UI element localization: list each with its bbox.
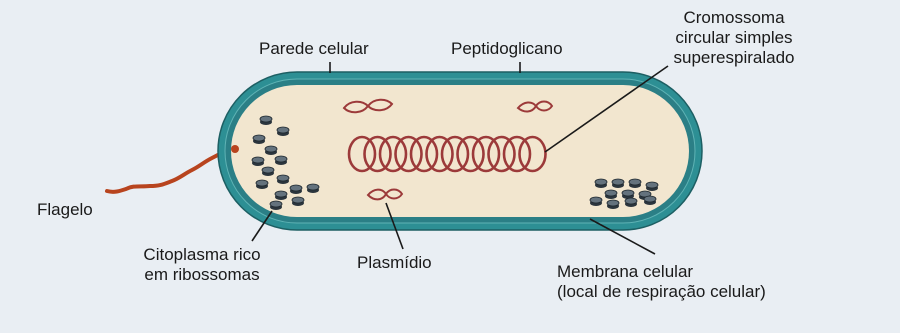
ribosome	[292, 197, 304, 206]
label-citoplasma-line1: Citoplasma rico	[122, 245, 282, 265]
ribosome	[253, 135, 265, 144]
ribosome	[275, 191, 287, 200]
label-flagelo-text: Flagelo	[37, 200, 93, 220]
ribosome	[605, 190, 617, 199]
ribosome	[256, 180, 268, 189]
label-peptidoglicano: Peptidoglicano	[451, 39, 563, 59]
label-cromossoma-line1: Cromossoma	[654, 8, 814, 28]
label-cromossoma-line3: superespiralado	[654, 48, 814, 68]
label-citoplasma: Citoplasma rico em ribossomas	[122, 245, 282, 285]
ribosome	[277, 127, 289, 136]
ribosome	[644, 196, 656, 205]
label-membrana-line2: (local de respiração celular)	[557, 282, 766, 302]
label-citoplasma-line2: em ribossomas	[122, 265, 282, 285]
label-parede-celular: Parede celular	[259, 39, 369, 59]
ribosome	[277, 175, 289, 184]
ribosome	[262, 167, 274, 176]
ribosome	[607, 200, 619, 209]
ribosome	[270, 201, 282, 210]
label-plasmidio: Plasmídio	[357, 253, 432, 273]
ribosome	[646, 182, 658, 191]
flagellum-base	[231, 145, 239, 153]
ribosome	[612, 179, 624, 188]
label-cromossoma: Cromossoma circular simples superespiral…	[654, 8, 814, 68]
ribosome	[260, 116, 272, 125]
ribosome	[595, 179, 607, 188]
ribosome	[265, 146, 277, 155]
ribosome	[252, 157, 264, 166]
label-flagelo: Flagelo	[37, 200, 93, 220]
ribosome	[590, 197, 602, 206]
ribosome	[290, 185, 302, 194]
ribosome	[622, 190, 634, 199]
label-membrana: Membrana celular (local de respiração ce…	[557, 262, 766, 302]
ribosome	[307, 184, 319, 193]
ribosome	[625, 198, 637, 207]
ribosome	[629, 179, 641, 188]
ribosome	[275, 156, 287, 165]
label-membrana-line1: Membrana celular	[557, 262, 766, 282]
label-parede-text: Parede celular	[259, 39, 369, 59]
label-plasmidio-text: Plasmídio	[357, 253, 432, 273]
label-cromossoma-line2: circular simples	[654, 28, 814, 48]
label-peptidoglicano-text: Peptidoglicano	[451, 39, 563, 59]
